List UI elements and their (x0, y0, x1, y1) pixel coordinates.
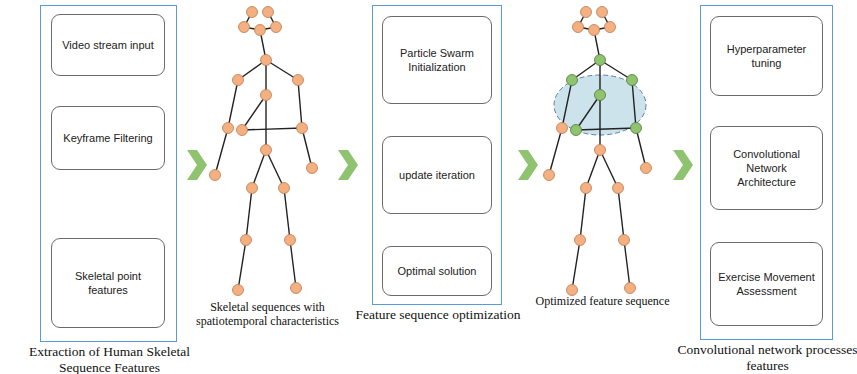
figure-label: Optimized feature sequence (530, 294, 675, 308)
box-label: Particle Swarm Initialization (389, 46, 485, 75)
process-box: Exercise Movement Assessment (710, 242, 823, 326)
process-box: Optimal solution (382, 246, 492, 296)
figure-label: Skeletal sequences with spatiotemporal c… (190, 300, 345, 329)
box-label: update iteration (399, 168, 475, 182)
process-box: Particle Swarm Initialization (382, 16, 492, 104)
box-label: Convolutional Network Architecture (717, 147, 816, 190)
optimized-skeleton-figure (544, 7, 652, 296)
box-label: Video stream input (62, 38, 154, 52)
process-box: Hyperparameter tuning (710, 16, 823, 96)
process-box: Video stream input (51, 14, 165, 76)
stage-panel: Feature sequence optimizationParticle Sw… (372, 5, 502, 305)
box-label: Optimal solution (398, 264, 477, 278)
box-label: Skeletal point features (58, 269, 158, 298)
process-box: Convolutional Network Architecture (710, 126, 823, 210)
box-label: Hyperparameter tuning (717, 42, 816, 71)
box-label: Exercise Movement Assessment (717, 270, 816, 299)
stage-panel: Convolutional network processes features… (700, 5, 833, 340)
process-box: Skeletal point features (51, 238, 165, 328)
process-box: update iteration (382, 136, 492, 214)
stage-caption: Convolutional network processes features (668, 342, 857, 373)
process-box: Keyframe Filtering (51, 106, 165, 170)
stage-caption: Extraction of Human Skeletal Sequence Fe… (15, 344, 205, 374)
stage-panel: Extraction of Human Skeletal Sequence Fe… (40, 5, 177, 342)
stage-caption: Feature sequence optimization (343, 307, 533, 323)
skeleton-figure (210, 7, 318, 296)
box-label: Keyframe Filtering (63, 131, 152, 145)
